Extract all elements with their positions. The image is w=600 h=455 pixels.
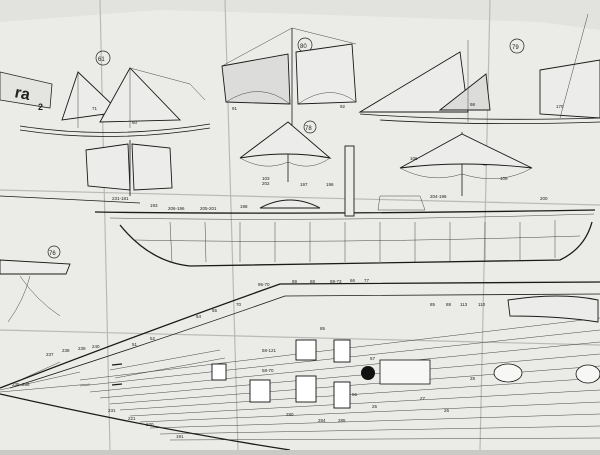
- callout: 25: [372, 404, 378, 409]
- fold-line-horizontal-2: [0, 329, 600, 346]
- paper-shadow-top: [0, 0, 600, 30]
- callout: 88: [446, 302, 452, 307]
- callout: 95-70: [258, 282, 270, 287]
- callout: 110: [478, 302, 486, 307]
- stern-boat: [507, 295, 599, 323]
- hull-detail-left: 76: [0, 245, 71, 323]
- subtitle-fragment: 2: [38, 102, 43, 112]
- hatch: [211, 363, 227, 381]
- fold-line-horizontal: [0, 189, 600, 206]
- callout: 196: [326, 182, 334, 187]
- callout: 231: [108, 408, 116, 413]
- detail-badge: [47, 245, 61, 259]
- deck-ellipse: [575, 364, 600, 384]
- callout: 88: [310, 279, 316, 284]
- callout: 85: [430, 302, 436, 307]
- detail-badge-number: 61: [98, 57, 105, 63]
- callout: 66: [350, 278, 356, 283]
- mast-hole: [361, 366, 375, 380]
- callout: 103: [262, 176, 270, 181]
- deckhouse-dome: [259, 199, 321, 209]
- callout: 221: [128, 416, 136, 421]
- skylight: [379, 359, 431, 385]
- callout: 191: [176, 434, 184, 439]
- callout: 56: [352, 392, 358, 397]
- callout: 26: [444, 408, 450, 413]
- callout: 55: [212, 308, 218, 313]
- hatch: [295, 339, 317, 361]
- callout: 92: [340, 104, 346, 109]
- hatch: [333, 339, 351, 363]
- hull-side-profile: 193 206-196 205-201 198 202 197 196 204-…: [0, 145, 596, 267]
- callout: 170: [556, 104, 564, 109]
- sail-detail-81: 81 106 109: [399, 132, 533, 196]
- callout: 235: [12, 382, 20, 387]
- callout: 27: [420, 396, 426, 401]
- callout: 206-196: [168, 206, 185, 211]
- callout: 58-121: [262, 348, 277, 353]
- title-fragment: ra: [13, 84, 31, 104]
- callout: 202: [262, 181, 270, 186]
- detail-badge-number: 76: [49, 251, 56, 257]
- callout: 238: [62, 348, 70, 353]
- callout: 77: [364, 278, 370, 283]
- detail-badge: [95, 50, 111, 66]
- callout: 236: [22, 382, 30, 387]
- callout: 89-73: [330, 279, 342, 284]
- callout: 51: [132, 342, 138, 347]
- sail-detail-80: 80 91 92: [221, 27, 357, 130]
- callout: 200: [540, 196, 548, 201]
- bitt: [111, 383, 123, 386]
- detail-badge: [303, 120, 317, 134]
- sail-detail-61: 61 60 71: [19, 50, 211, 137]
- bitt: [111, 363, 123, 366]
- hatch: [333, 381, 351, 409]
- callout: 89: [292, 279, 298, 284]
- callout: 280: [286, 412, 294, 417]
- callout: 205-201: [200, 206, 217, 211]
- callout: 198: [240, 204, 248, 209]
- fold-line-vertical-3: [99, 0, 111, 451]
- callout: 71: [92, 106, 98, 111]
- stanchions: [169, 220, 556, 263]
- callout: 54: [196, 314, 202, 319]
- callout: 58-70: [262, 368, 274, 373]
- detail-badge-number: 79: [512, 45, 519, 51]
- callout: 220: [146, 422, 154, 427]
- callout: 284: [318, 418, 326, 423]
- callout: 85: [320, 326, 326, 331]
- callout: 193: [150, 203, 158, 208]
- callout: 106: [410, 156, 418, 161]
- title-block: ra 2: [0, 71, 53, 112]
- callout: 52: [150, 336, 156, 341]
- callout: 239: [78, 346, 86, 351]
- callout: 109: [500, 176, 508, 181]
- detail-badge-number: 80: [300, 44, 307, 50]
- callout: 57: [370, 356, 376, 361]
- callout: 98: [470, 102, 476, 107]
- detail-badge: [509, 38, 525, 54]
- hatch: [295, 375, 317, 403]
- sail-detail-76: 76 231-181: [85, 140, 173, 201]
- callout: 113: [460, 302, 468, 307]
- callout: 231-181: [112, 196, 129, 201]
- detail-badge-number: 78: [305, 126, 312, 132]
- callout: 204-196: [430, 194, 447, 199]
- deck-plan: 95-70 89 88 89-73 66 77 85 88 113 110 70…: [0, 278, 600, 451]
- funnel: [344, 145, 355, 217]
- sail-detail-78: 78 103: [239, 120, 332, 182]
- callout: 237: [46, 352, 54, 357]
- hatch: [249, 379, 271, 403]
- callout: 28: [470, 376, 476, 381]
- callout: 285: [338, 418, 346, 423]
- callout: 60: [132, 120, 138, 125]
- callout: 70: [236, 302, 242, 307]
- deck-ellipse: [493, 363, 523, 383]
- callout: 197: [300, 182, 308, 187]
- callout: 91: [232, 106, 238, 111]
- sail-detail-79: 79 98 170: [358, 13, 600, 124]
- callout: 240: [92, 344, 100, 349]
